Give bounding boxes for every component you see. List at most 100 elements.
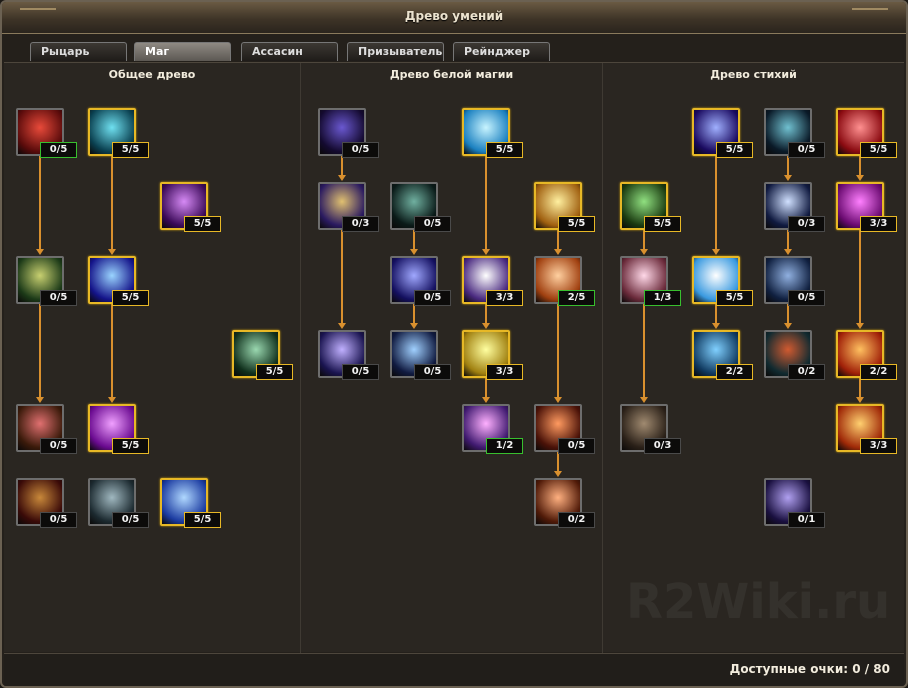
connector-arrow [410,249,418,255]
skill-stone-golem[interactable]: 0/3 [620,404,681,454]
connector-arrow [784,249,792,255]
skill-ice-claw[interactable]: 0/5 [764,108,825,158]
skill-dark-figure[interactable]: 0/5 [318,108,379,158]
skill-cyan-figure[interactable]: 5/5 [88,108,149,158]
tab-assassin[interactable]: Ассасин [241,42,338,61]
skill-fireball[interactable]: 2/2 [836,330,897,380]
skill-points-badge: 0/3 [644,438,681,454]
general-tree-column: Общее древо [4,63,300,653]
skill-points-badge: 0/5 [414,216,451,232]
connector-arrow [640,397,648,403]
skill-golden-emblem[interactable]: 0/5 [16,478,77,528]
skill-crimson-cross[interactable]: 0/5 [16,404,77,454]
skill-magenta-burst[interactable]: 3/3 [836,182,897,232]
general-tree-title: Общее древо [108,68,196,81]
skill-golden-arm[interactable]: 0/3 [318,182,379,232]
tab-mage[interactable]: Маг [134,42,231,61]
title-bar[interactable]: Древо умений [2,2,906,34]
white-magic-tree-title: Древо белой магии [389,68,514,81]
skill-pale-tree[interactable]: 0/5 [88,478,149,528]
skill-points-badge: 0/5 [112,512,149,528]
skill-light-orb[interactable]: 1/2 [462,404,523,454]
skill-azure-tree[interactable]: 5/5 [160,478,221,528]
skill-trees-panel: Общее древо Древо белой магии Древо стих… [4,62,904,653]
connector-arrow [640,249,648,255]
connector-arrow [482,397,490,403]
skill-points-badge: 0/5 [342,142,379,158]
skill-points-badge: 0/3 [342,216,379,232]
skill-golden-light[interactable]: 3/3 [462,330,523,380]
skill-points-badge: 0/2 [558,512,595,528]
skill-points-badge: 5/5 [558,216,595,232]
connector-arrow [338,175,346,181]
connector-arrow [108,397,116,403]
skill-points-badge: 5/5 [184,216,221,232]
title-ornament-left [20,8,56,14]
skill-white-shield[interactable]: 5/5 [462,108,523,158]
elements-tree-title: Древо стихий [710,68,797,81]
skill-points-badge: 3/3 [860,438,897,454]
skill-red-sword[interactable]: 0/5 [534,404,595,454]
skill-points-badge: 2/5 [558,290,595,306]
window-title: Древо умений [404,9,504,23]
skill-ice-pillar[interactable]: 0/5 [764,256,825,306]
skill-points-badge: 1/3 [644,290,681,306]
skill-green-eye[interactable]: 5/5 [620,182,681,232]
skill-purple-orb[interactable]: 5/5 [88,404,149,454]
skill-holy-sword[interactable]: 5/5 [534,182,595,232]
skill-points-badge: 0/5 [788,142,825,158]
connector-arrow [554,397,562,403]
connector-arrow [36,397,44,403]
skill-points-badge: 0/5 [40,512,77,528]
skill-points-badge: 0/5 [558,438,595,454]
skill-points-badge: 0/5 [788,290,825,306]
skill-points-badge: 5/5 [644,216,681,232]
skill-points-badge: 2/2 [716,364,753,380]
skill-ground-blast[interactable]: 5/5 [232,330,293,380]
skill-red-spikes[interactable]: 5/5 [836,108,897,158]
skill-points-badge: 0/1 [788,512,825,528]
footer-bar: Доступные очки: 0 / 80 [4,653,904,686]
skill-points-badge: 0/5 [40,142,77,158]
connector-arrow [338,323,346,329]
skill-violet-mist[interactable]: 0/1 [764,478,825,528]
skill-points-badge: 0/5 [414,364,451,380]
skill-points-badge: 5/5 [112,142,149,158]
skill-ice-burst[interactable]: 5/5 [692,256,753,306]
title-ornament-right [852,8,888,14]
tab-summoner[interactable]: Призыватель [347,42,444,61]
skill-healing-fist[interactable]: 2/5 [534,256,595,306]
skill-lava-golem[interactable]: 0/2 [764,330,825,380]
connector-arrow [410,323,418,329]
skill-blue-orbs[interactable]: 5/5 [88,256,149,306]
skill-points-badge: 3/3 [486,364,523,380]
skill-meditating-figure[interactable]: 0/5 [390,182,451,232]
connector-arrow [856,323,864,329]
tab-ranger[interactable]: Рейнджер [453,42,550,61]
skill-frost-shards[interactable]: 0/3 [764,182,825,232]
skill-meteor[interactable]: 3/3 [836,404,897,454]
skill-red-figure[interactable]: 0/5 [16,108,77,158]
connector-arrow [856,397,864,403]
skill-violet-figure[interactable]: 5/5 [160,182,221,232]
connector-arrow [108,249,116,255]
skill-points-badge: 2/2 [860,364,897,380]
skill-orange-shield[interactable]: 0/2 [534,478,595,528]
skill-blue-eye[interactable]: 0/5 [318,330,379,380]
connector-arrow [712,323,720,329]
skill-points-badge: 0/5 [40,438,77,454]
skill-points-badge: 5/5 [716,290,753,306]
skill-blue-slash[interactable]: 0/5 [390,256,451,306]
skill-dark-claw[interactable]: 5/5 [692,108,753,158]
skill-frost-golem[interactable]: 2/2 [692,330,753,380]
skill-points-badge: 3/3 [860,216,897,232]
skill-blue-hook[interactable]: 0/5 [390,330,451,380]
skill-holy-star[interactable]: 3/3 [462,256,523,306]
connector-arrow [36,249,44,255]
skill-pink-crystals[interactable]: 1/3 [620,256,681,306]
skill-golden-cross[interactable]: 0/5 [16,256,77,306]
tab-knight[interactable]: Рыцарь [30,42,127,61]
skill-points-badge: 5/5 [256,364,293,380]
connector-arrow [554,471,562,477]
skill-points-badge: 5/5 [112,290,149,306]
